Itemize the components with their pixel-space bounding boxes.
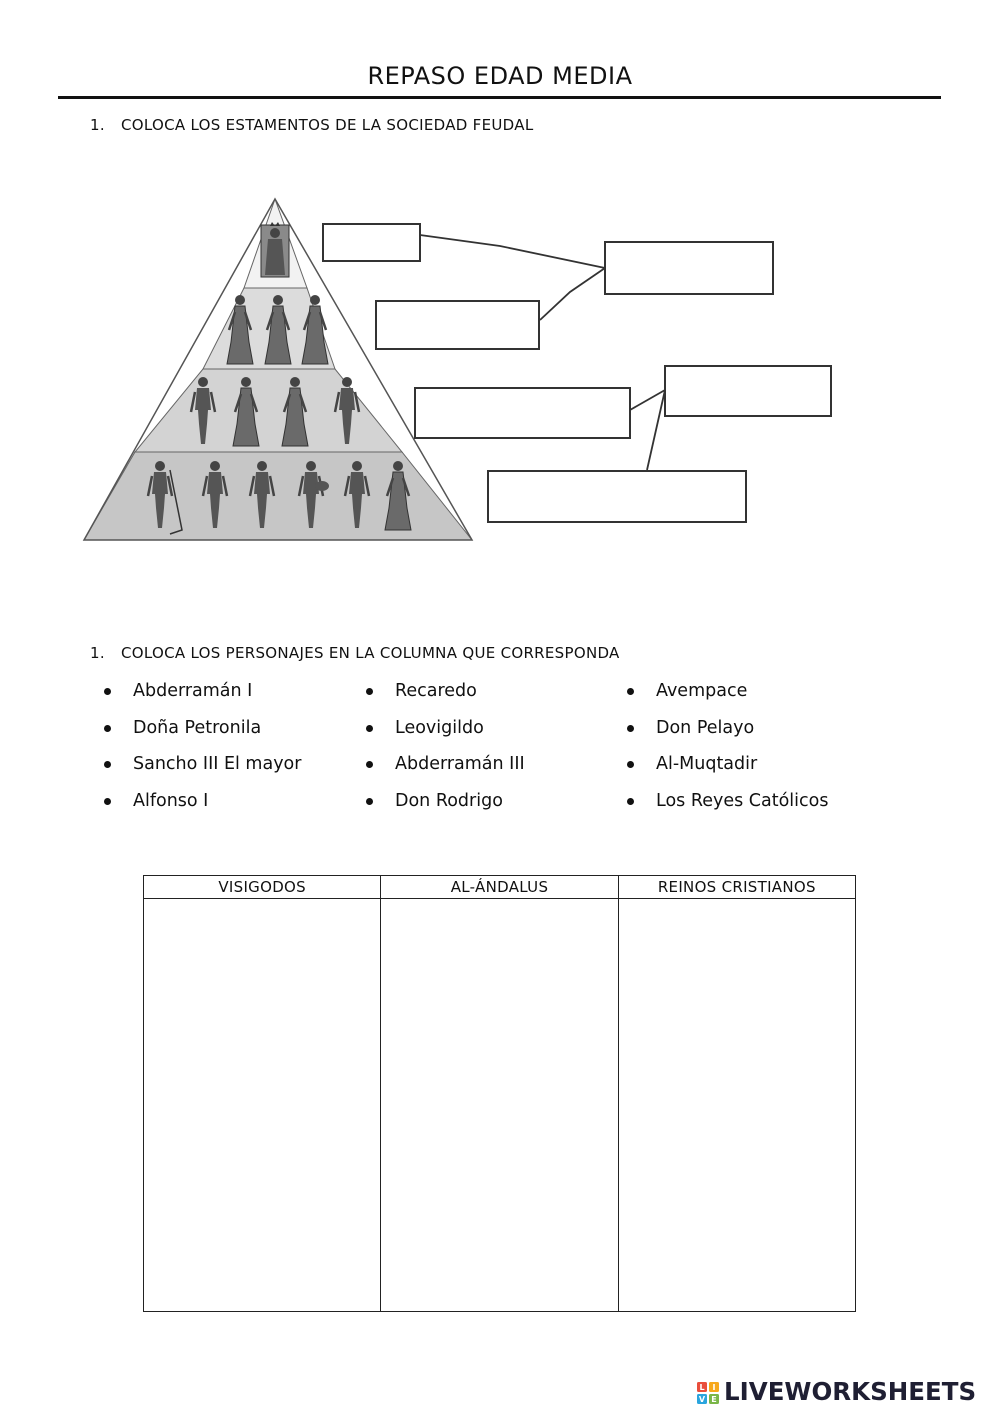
answer-box-1[interactable] (322, 223, 421, 262)
answer-box-4[interactable] (664, 365, 832, 417)
character-item: Recaredo (365, 680, 525, 717)
character-item: Los Reyes Católicos (626, 790, 828, 827)
character-item: Leovigildo (365, 717, 525, 754)
character-list-col-2: Recaredo Leovigildo Abderramán III Don R… (365, 680, 525, 827)
character-item: Avempace (626, 680, 828, 717)
king-figure (260, 222, 290, 278)
mark-letter: V (699, 1395, 706, 1404)
feudal-pyramid-diagram (82, 197, 832, 541)
question-1-number: 1. (90, 116, 105, 134)
question-1: 1. COLOCA LOS ESTAMENTOS DE LA SOCIEDAD … (90, 116, 790, 136)
answer-box-6[interactable] (487, 470, 747, 523)
character-item: Don Pelayo (626, 717, 828, 754)
header-reinos-cristianos: REINOS CRISTIANOS (617, 875, 857, 899)
liveworksheets-logo: L I V E LIVEWORKSHEETS (697, 1376, 997, 1412)
pyramid-tier-4 (83, 451, 474, 541)
header-visigodos: VISIGODOS (142, 875, 382, 899)
mark-letter: I (713, 1383, 716, 1392)
answer-box-2[interactable] (604, 241, 774, 295)
question-2-number: 1. (90, 644, 105, 662)
drop-zone-reinos-cristianos[interactable] (617, 898, 857, 1312)
character-list-col-1: Abderramán I Doña Petronila Sancho III E… (103, 680, 301, 827)
classification-table: VISIGODOS AL-ÁNDALUS REINOS CRISTIANOS (142, 875, 857, 1312)
drop-zone-visigodos[interactable] (142, 898, 382, 1312)
character-item: Doña Petronila (103, 717, 301, 754)
header-al-andalus: AL-ÁNDALUS (380, 875, 619, 899)
character-item: Abderramán III (365, 753, 525, 790)
character-item: Don Rodrigo (365, 790, 525, 827)
question-1-text: COLOCA LOS ESTAMENTOS DE LA SOCIEDAD FEU… (121, 116, 534, 134)
character-item: Al-Muqtadir (626, 753, 828, 790)
brand-name: LIVEWORKSHEETS (724, 1377, 977, 1406)
page-title: REPASO EDAD MEDIA (367, 62, 633, 90)
character-item: Alfonso I (103, 790, 301, 827)
title-underline (58, 96, 941, 99)
mark-letter: E (711, 1395, 716, 1404)
question-2: 1. COLOCA LOS PERSONAJES EN LA COLUMNA Q… (90, 644, 790, 664)
character-item: Abderramán I (103, 680, 301, 717)
question-2-text: COLOCA LOS PERSONAJES EN LA COLUMNA QUE … (121, 644, 620, 662)
mark-letter: L (699, 1383, 704, 1392)
connector-lines (419, 234, 666, 471)
pyramid-outline (82, 197, 474, 541)
liveworksheets-mark-icon: L I V E (697, 1382, 719, 1404)
drop-zone-al-andalus[interactable] (380, 898, 619, 1312)
answer-box-5[interactable] (414, 387, 631, 439)
answer-box-3[interactable] (375, 300, 540, 350)
character-item: Sancho III El mayor (103, 753, 301, 790)
pyramid-tier-3 (133, 368, 404, 453)
character-list-col-3: Avempace Don Pelayo Al-Muqtadir Los Reye… (626, 680, 828, 827)
